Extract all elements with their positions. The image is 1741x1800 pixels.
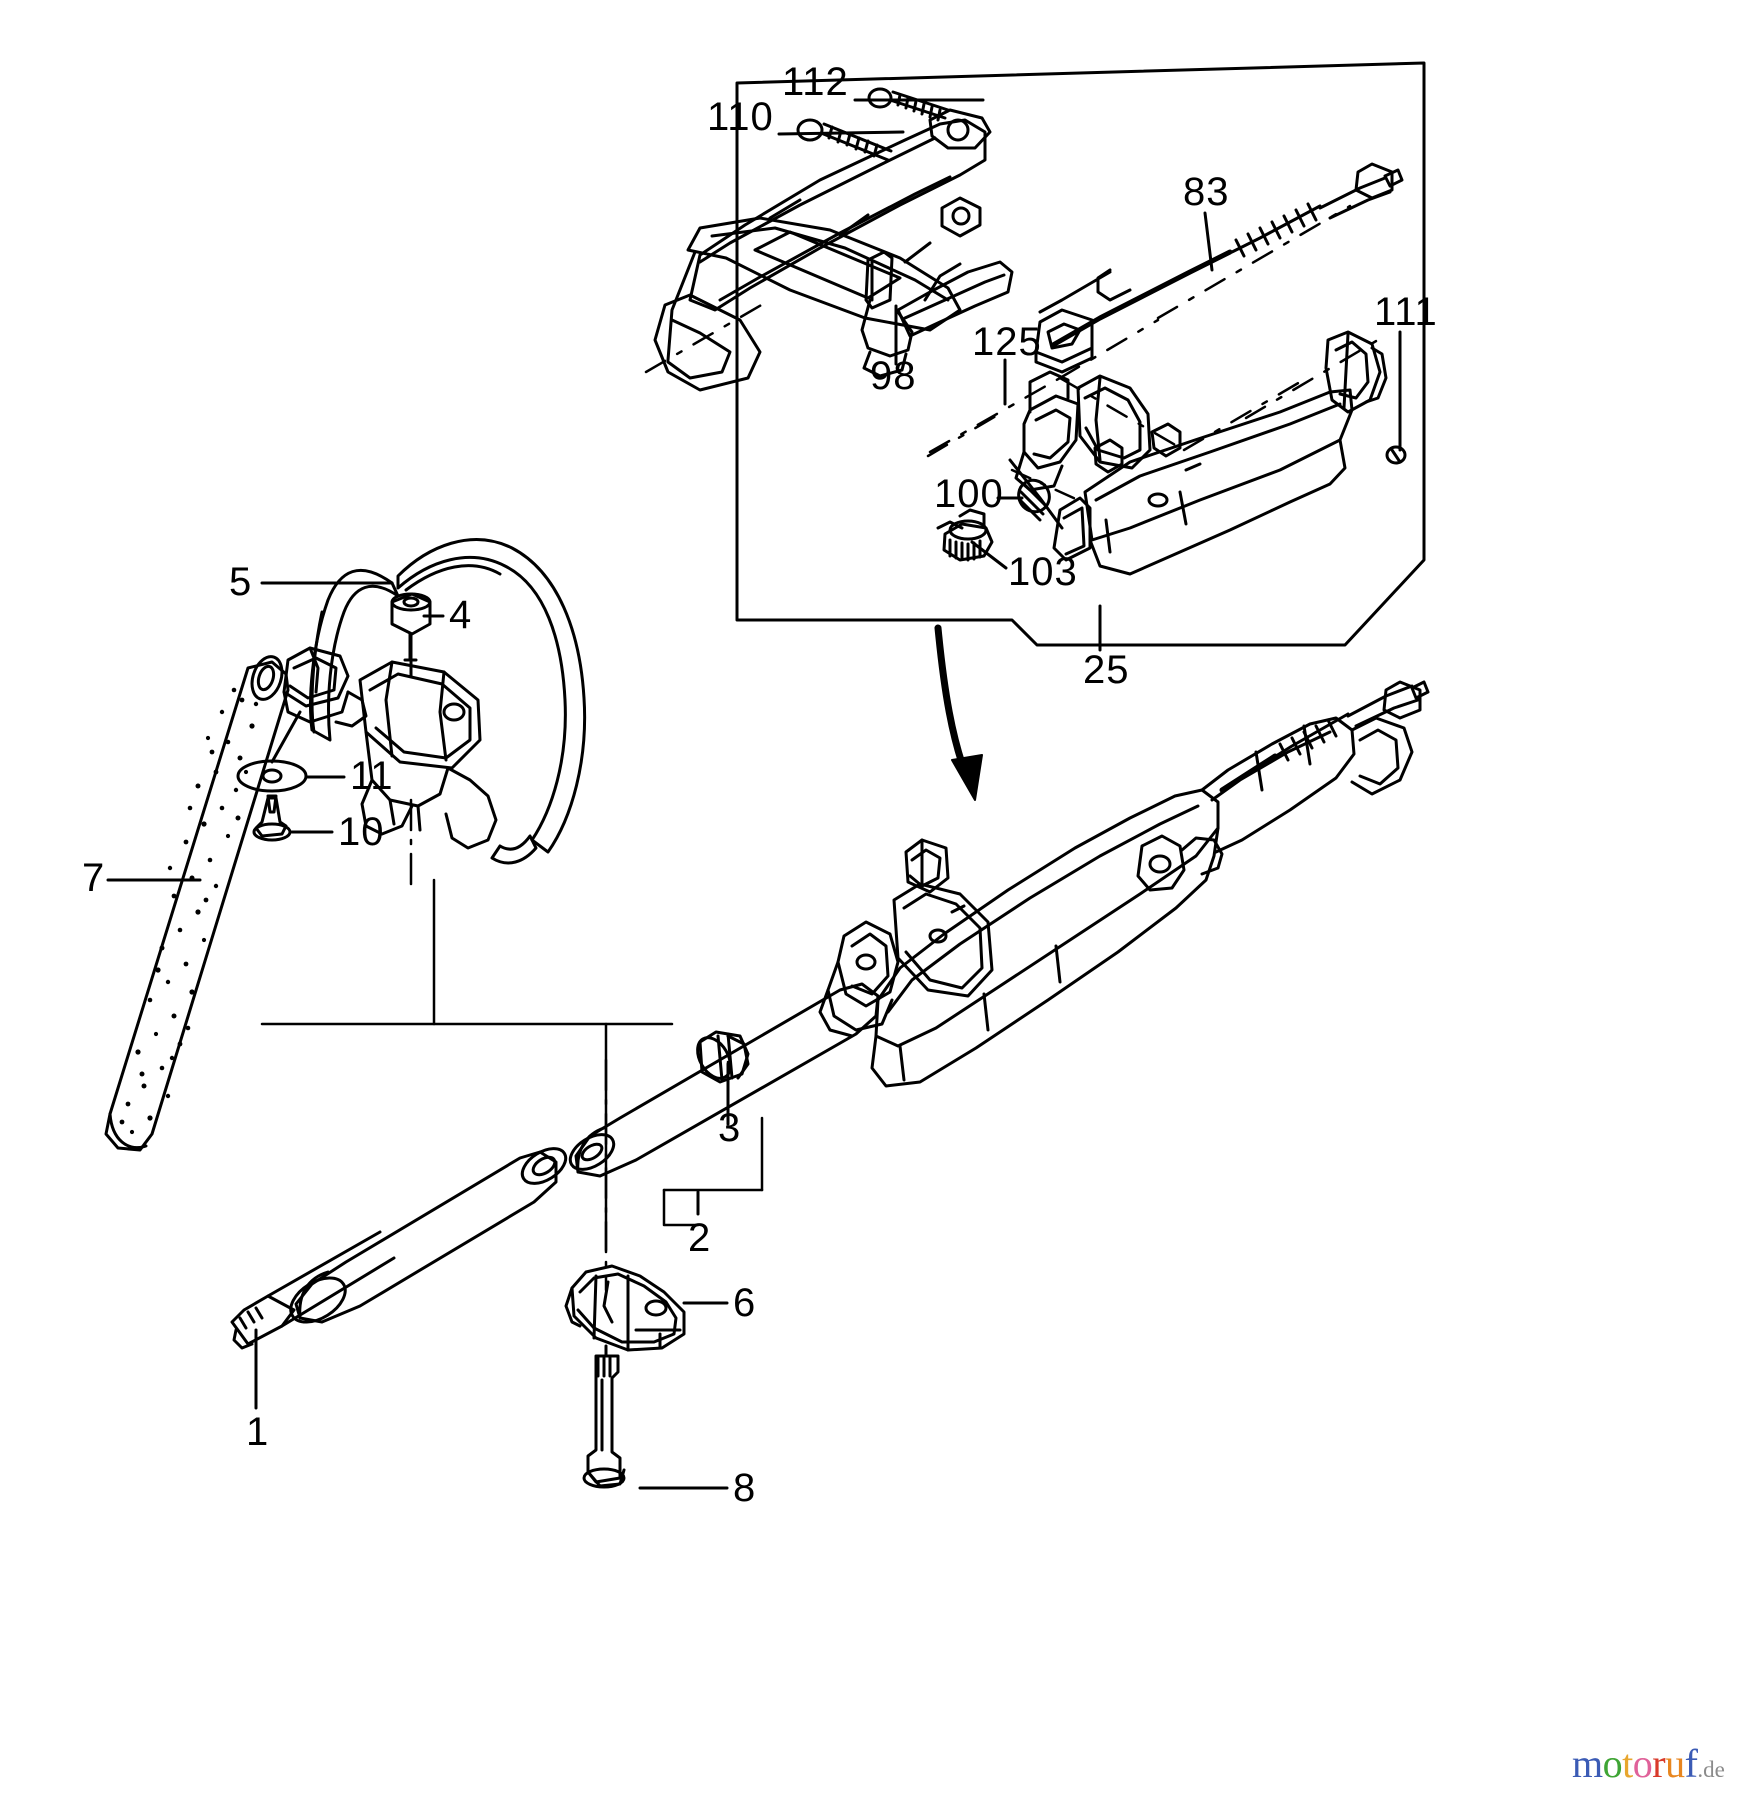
callout-label-3: 3 [718,1106,742,1150]
callout-label-98: 98 [870,354,917,398]
trigger-arm [896,260,1014,338]
part-7-shaft-tube-grip [104,655,290,1152]
motoruf-watermark: motoruf.de [1572,1744,1725,1784]
main-handle-assembly-lower [818,716,1414,1088]
callout-label-111: 111 [1374,290,1438,334]
callout-label-112: 112 [782,60,849,104]
callout-label-2: 2 [688,1216,712,1260]
part-100-spring [1008,458,1064,530]
callout-leaders [106,98,1402,1490]
callout-label-125: 125 [972,320,1042,364]
callout-label-6: 6 [733,1281,757,1325]
callout-label-110: 110 [707,95,774,139]
grip-texture [119,687,259,1135]
watermark-letter-o1: o [1602,1741,1623,1786]
part-11-washer [236,710,308,793]
callout-label-7: 7 [82,856,106,900]
part-125-throttle-trigger [1014,370,1152,492]
assembly-direction-arrow [934,624,983,801]
lower-throttle-cable [1180,680,1430,876]
group-box-outline [735,61,1426,647]
callout-label-1: 1 [246,1410,270,1454]
watermark-letter-f: f [1684,1741,1698,1786]
callout-label-11: 11 [350,754,394,798]
handle-mount-bracket [358,632,498,850]
part-112-screw [867,87,950,122]
part-98-lock-lever [860,250,914,378]
callout-label-10: 10 [338,810,385,854]
watermark-letter-r: r [1652,1741,1666,1786]
watermark-letter-t: t [1622,1741,1633,1786]
callout-label-4: 4 [449,593,473,637]
projection-lines [644,204,1390,458]
alignment-construction-lines [260,878,764,1252]
center-lines [409,798,730,1292]
handle-clamp-left [282,646,368,728]
callout-label-103: 103 [1008,550,1078,594]
callout-label-100: 100 [934,472,1004,516]
watermark-letter-m: m [1572,1741,1603,1786]
part-6-clamp-bracket [564,1264,686,1352]
watermark-letter-u: u [1665,1741,1685,1786]
callout-label-5: 5 [229,560,253,604]
watermark-letter-o2: o [1632,1741,1653,1786]
throttle-handle-housing-upper [653,108,992,392]
part-10-screw [252,794,292,842]
callout-label-83: 83 [1183,170,1230,214]
part-3-clamp-bolt [696,1030,750,1084]
part-83-throttle-cable [1034,162,1404,374]
part-110-bolt [796,118,893,162]
handle-body-right-upper [1052,330,1388,576]
part-103-adjuster-knob [936,508,994,562]
callout-label-8: 8 [733,1466,757,1510]
watermark-suffix: .de [1697,1757,1725,1782]
part-111-screw [1385,445,1407,465]
part-8-bolt [582,1354,626,1489]
callout-label-25: 25 [1083,648,1130,692]
part-2-lower-shaft-tube [289,1147,568,1324]
